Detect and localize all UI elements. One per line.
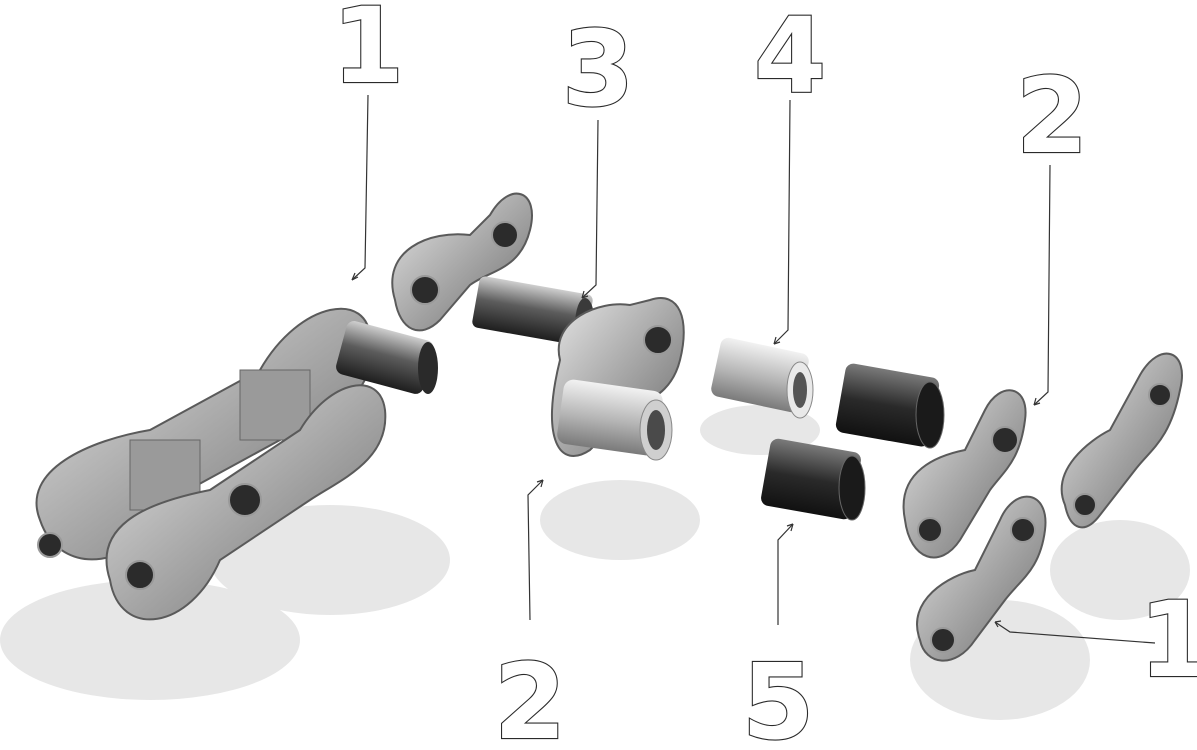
callout-label-1-top: 1	[332, 0, 404, 107]
callout-label-4: 4	[754, 0, 826, 117]
bushing-part	[710, 336, 813, 418]
callout-label-1-bottom-right: 1	[1139, 579, 1197, 701]
plate-hole	[229, 484, 261, 516]
plate-hole	[126, 561, 154, 589]
callout-label-2-top-right: 2	[1016, 55, 1088, 177]
outer-plate-far-right	[1062, 354, 1182, 528]
pin-end	[418, 342, 438, 394]
plate-hole	[38, 533, 62, 557]
roller-part-lower	[760, 438, 865, 521]
callout-label-5: 5	[742, 641, 814, 750]
inner-plate-with-bushing	[552, 298, 684, 460]
callout-label-3: 3	[562, 8, 634, 130]
callout-label-2-bottom: 2	[494, 641, 566, 750]
roller-part	[835, 362, 944, 448]
